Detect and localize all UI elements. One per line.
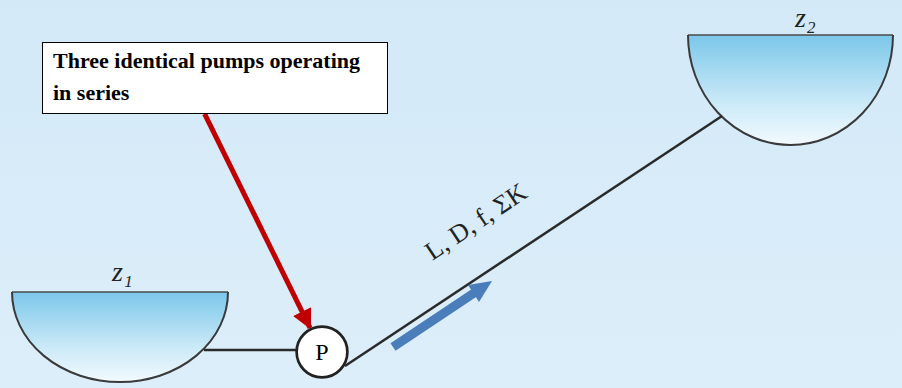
left-reservoir	[12, 292, 228, 382]
reservoir-outline	[12, 292, 228, 382]
callout-arrow	[205, 114, 310, 328]
right-reservoir	[688, 35, 893, 145]
elevation-label: z₂	[795, 2, 816, 34]
flow-arrowhead	[468, 281, 492, 302]
discharge-pipe	[345, 116, 722, 366]
water-surface	[12, 291, 228, 293]
pump-circle: P	[295, 325, 349, 379]
water-surface	[688, 34, 893, 36]
callout-text: Three identical pumps operating in serie…	[53, 45, 377, 109]
flow-arrow	[393, 293, 474, 347]
reservoir-outline	[688, 35, 893, 145]
callout-box: Three identical pumps operating in serie…	[42, 42, 388, 114]
suction-pipe	[204, 349, 296, 352]
pipe-parameters: L, D, f, ΣK	[419, 177, 532, 266]
elevation-label: z₁	[112, 256, 133, 288]
pump-label: P	[315, 339, 328, 366]
